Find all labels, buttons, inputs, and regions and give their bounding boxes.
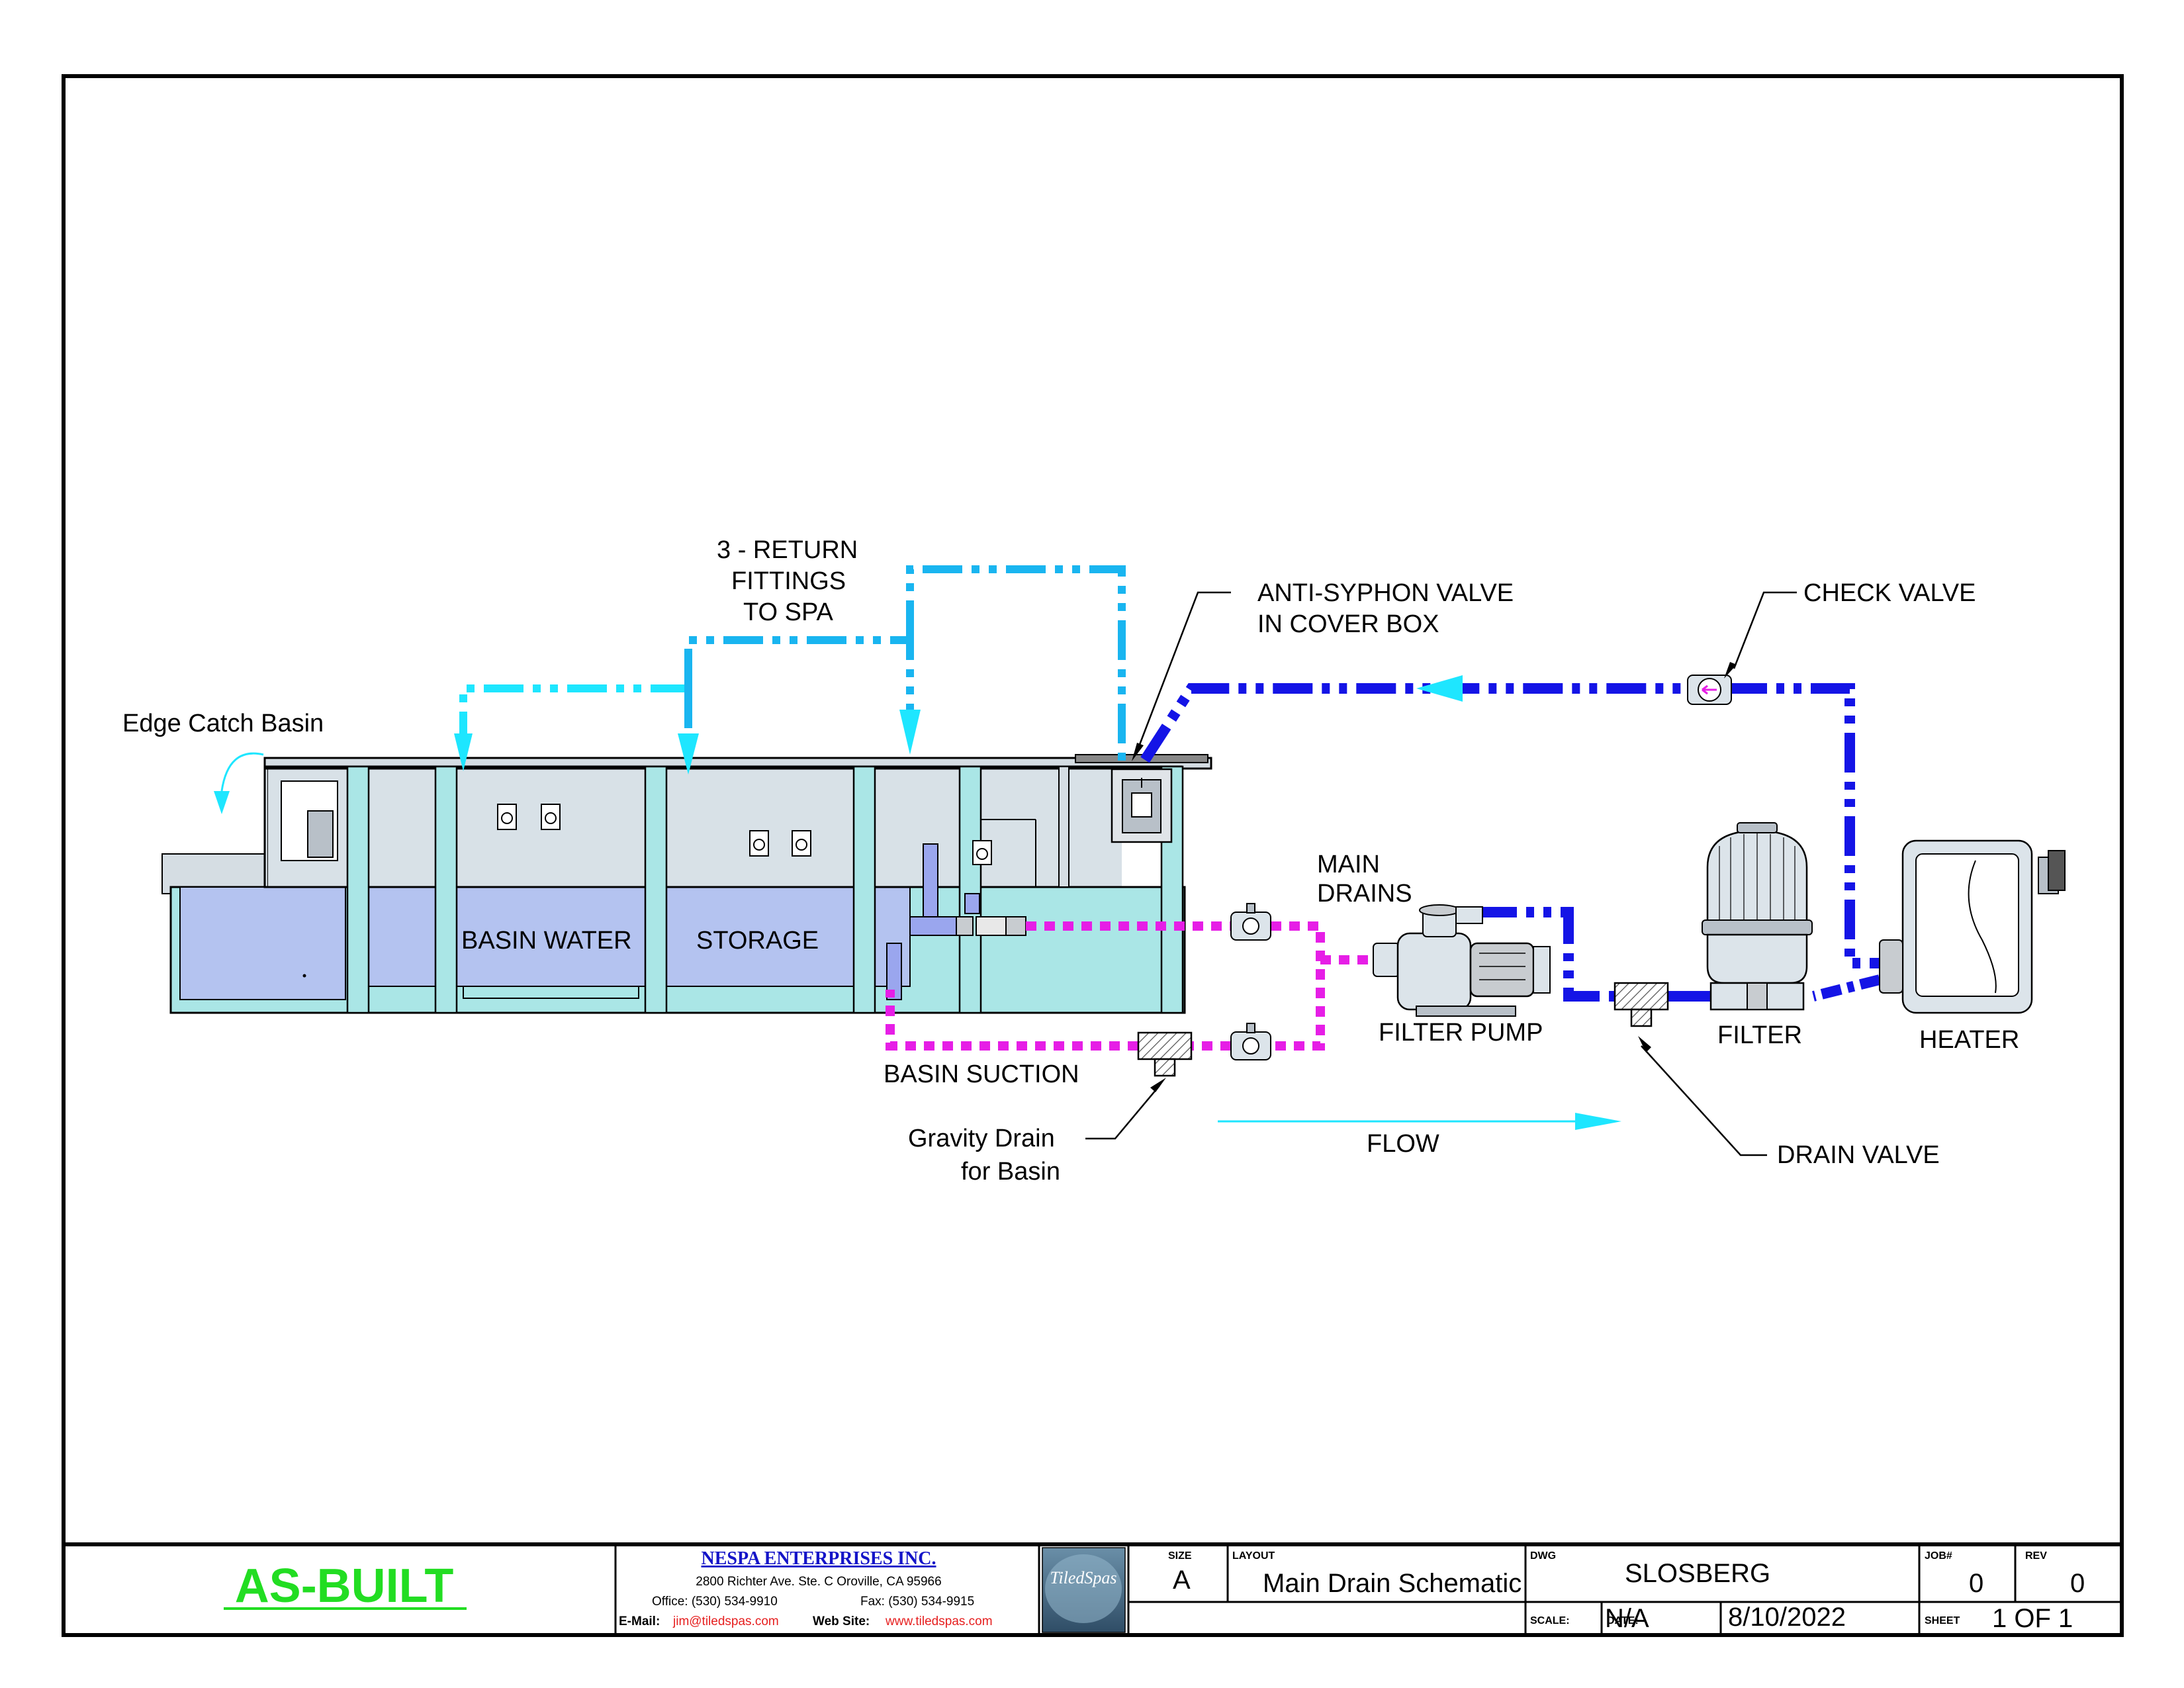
rev-label: REV [2025,1550,2047,1562]
date-label: DATE: [1607,1615,1639,1626]
layout-value: Main Drain Schematic [1263,1569,1522,1598]
anti-syphon-leader-arrowhead [1132,743,1144,761]
heater-label: HEATER [1919,1026,2019,1054]
website-link[interactable]: www.tiledspas.com [885,1615,993,1628]
website-label: Web Site: [813,1615,870,1628]
spa-basin-structure [161,754,1212,1014]
edge-catch-basin-arrowhead [214,791,230,814]
heater-icon [1879,839,2066,1014]
anti-syphon-label-1: ANTI-SYPHON VALVE [1257,579,1514,607]
anti-syphon-label-2: IN COVER BOX [1257,610,1439,638]
check-valve [1687,675,1732,705]
filter-pump-icon [1373,904,1551,1017]
filter-icon [1702,822,1813,1011]
logo-text: TiledSpas [1050,1568,1116,1587]
size-value: A [1173,1566,1191,1595]
main-drains-label-2: DRAINS [1317,880,1412,908]
size-label: SIZE [1168,1550,1192,1562]
gravity-drain-label-2: for Basin [961,1158,1060,1186]
filter-pump-label: FILTER PUMP [1379,1019,1543,1047]
company-name: NESPA ENTERPRISES INC. [701,1548,936,1569]
return-fittings-label-3: TO SPA [743,598,834,626]
filter-label: FILTER [1717,1021,1802,1049]
dwg-value: SLOSBERG [1625,1559,1770,1588]
scale-label: SCALE: [1530,1615,1570,1626]
drain-valve-tee [1614,982,1669,1027]
return-arrow-1 [454,733,473,771]
basin-water-label: BASIN WATER [461,927,632,955]
gravity-drain-leader-arrowhead [1150,1078,1166,1092]
basin-suction-label: BASIN SUCTION [884,1060,1079,1088]
return-fittings-label-1: 3 - RETURN [717,536,858,564]
status-as-built: AS-BUILT [235,1560,454,1613]
dwg-label: DWG [1530,1550,1556,1562]
company-address: 2800 Richter Ave. Ste. C Oroville, CA 95… [696,1575,941,1589]
layout-label: LAYOUT [1232,1550,1275,1562]
edge-catch-basin-arrow [220,752,264,792]
check-valve-leader-arrowhead [1724,662,1737,679]
return-arrow-2 [678,733,699,774]
suction-valve-bottom [1230,1023,1271,1060]
return-arrow-3 [899,710,921,755]
scale-value: N/A [1605,1604,1649,1633]
job-value: 0 [1969,1569,1983,1598]
drain-valve-label: DRAIN VALVE [1777,1141,1940,1169]
title-block [64,1542,2122,1635]
tiledspas-logo: TiledSpas [1042,1547,1126,1633]
leader-lines [1085,591,1797,1156]
company-fax: Fax: (530) 534-9915 [860,1595,974,1609]
flow-label: FLOW [1367,1130,1439,1158]
suction-lines [886,921,1373,1051]
edge-catch-basin-label: Edge Catch Basin [122,710,324,737]
gravity-drain-label-1: Gravity Drain [908,1125,1055,1152]
pressure-line [1140,683,1886,1002]
storage-label: STORAGE [696,927,819,955]
company-office-phone: Office: (530) 534-9910 [652,1595,778,1609]
job-label: JOB# [1925,1550,1952,1562]
check-valve-label: CHECK VALVE [1803,579,1976,607]
date-value: 8/10/2022 [1728,1603,1846,1632]
gravity-drain-tee [1137,1031,1193,1077]
flow-arrowhead [1575,1113,1621,1130]
drain-valve-leader-arrowhead [1638,1036,1651,1053]
main-drains-label-1: MAIN [1317,851,1380,878]
return-lines [459,565,1126,768]
suction-valve-top [1230,903,1271,941]
rev-value: 0 [2070,1569,2085,1598]
sheet-label: SHEET [1925,1615,1960,1626]
return-fittings-label-2: FITTINGS [731,567,846,595]
email-link[interactable]: jim@tiledspas.com [672,1615,779,1628]
sheet-border [62,74,2124,1637]
pressure-flow-arrow [1416,675,1463,702]
email-label: E-Mail: [619,1615,660,1628]
sheet-value: 1 OF 1 [1992,1604,2073,1633]
